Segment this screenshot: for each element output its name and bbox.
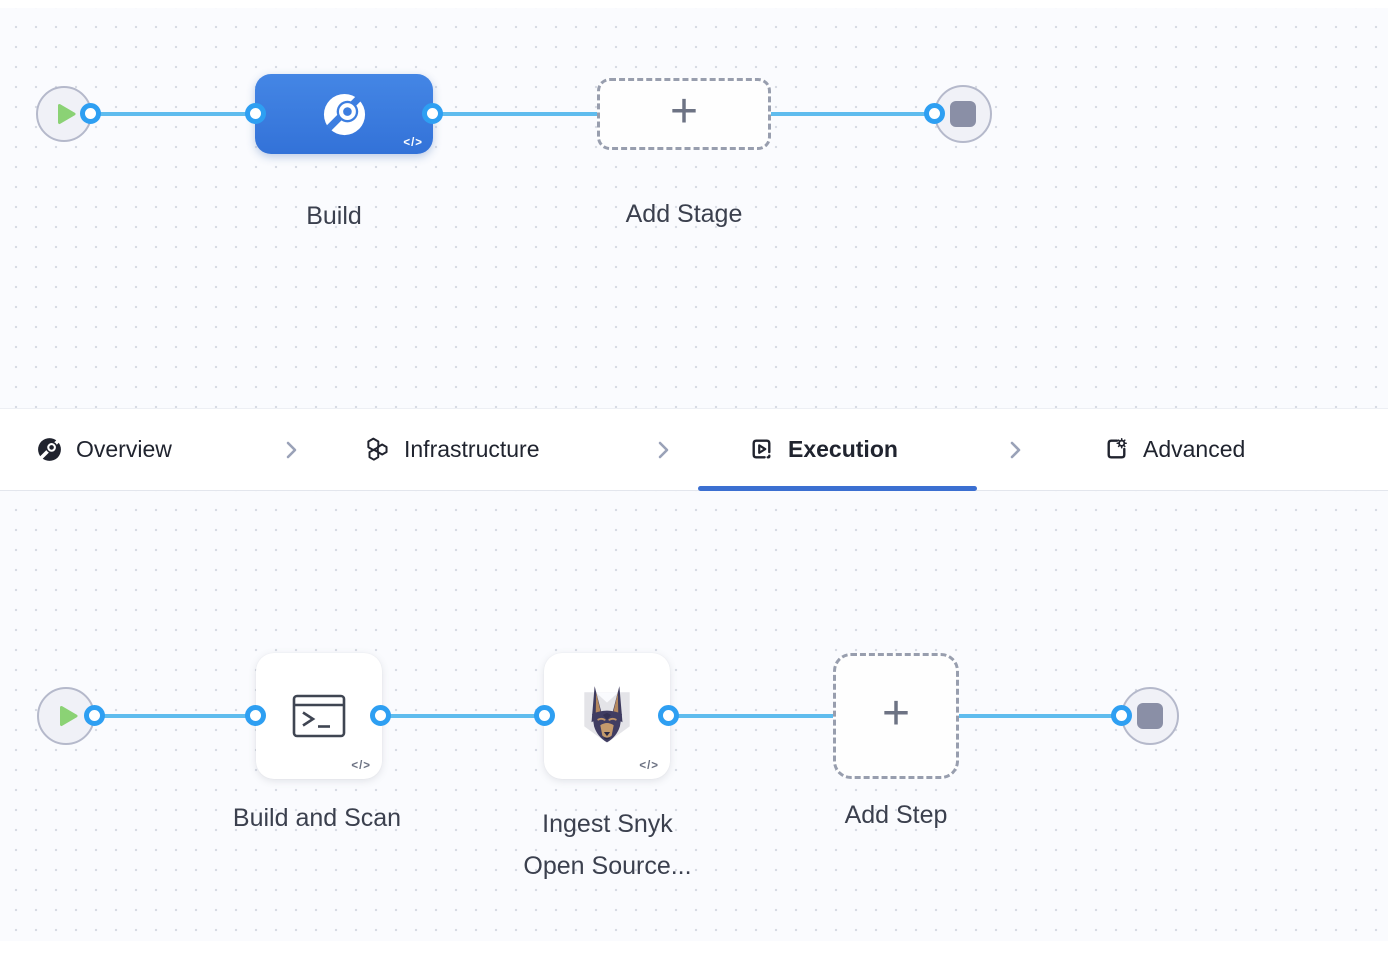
connector-dot xyxy=(422,103,443,124)
connector-dot xyxy=(658,705,679,726)
execution-graph-canvas[interactable]: </> </> + xyxy=(0,491,1388,941)
tab-execution[interactable]: Execution xyxy=(748,409,898,490)
chevron-right-icon xyxy=(658,441,669,458)
stage-graph-canvas[interactable]: </> + Build Add Stage xyxy=(0,8,1388,408)
active-tab-underline xyxy=(698,486,977,491)
run-terminal-icon xyxy=(292,694,346,738)
edge-start-to-buildscan xyxy=(95,714,256,718)
yaml-code-badge: </> xyxy=(639,760,659,772)
step-node-build-and-scan[interactable]: </> xyxy=(256,653,382,779)
connector-dot xyxy=(370,705,391,726)
snyk-doberman-icon xyxy=(584,686,630,743)
play-icon xyxy=(60,706,78,726)
tab-infrastructure[interactable]: Infrastructure xyxy=(364,409,540,490)
edge-start-to-build xyxy=(91,112,256,116)
play-icon xyxy=(58,104,76,124)
connector-dot xyxy=(80,103,101,124)
stage-label-build: Build xyxy=(306,202,362,230)
add-step-button[interactable]: + xyxy=(833,653,959,779)
connector-dot xyxy=(245,103,266,124)
stage-config-tabbar: Overview Infrastructure Execution xyxy=(0,408,1388,491)
connector-dot xyxy=(245,705,266,726)
execution-play-icon xyxy=(752,439,771,459)
tab-label: Advanced xyxy=(1143,436,1246,462)
yaml-code-badge: </> xyxy=(403,137,423,149)
chevron-right-icon xyxy=(286,441,297,458)
add-stage-label: Add Stage xyxy=(625,200,743,228)
step-node-ingest-snyk[interactable]: </> xyxy=(544,653,670,779)
stop-icon xyxy=(1137,703,1163,729)
plus-icon: + xyxy=(881,687,911,740)
connector-dot xyxy=(84,705,105,726)
infrastructure-hexagons-icon xyxy=(367,437,388,461)
ci-build-icon xyxy=(323,93,365,135)
connector-dot xyxy=(1111,705,1132,726)
plus-icon: + xyxy=(669,85,699,138)
tab-label: Overview xyxy=(76,436,172,462)
yaml-code-badge: </> xyxy=(351,760,371,772)
tab-label: Infrastructure xyxy=(404,436,540,462)
step-end-node xyxy=(1121,687,1179,745)
connector-dot xyxy=(534,705,555,726)
tab-advanced[interactable]: Advanced xyxy=(1103,409,1245,490)
bottom-white-strip xyxy=(0,941,1388,954)
add-step-label: Add Step xyxy=(844,801,948,829)
add-stage-button[interactable]: + xyxy=(597,78,771,150)
overview-pie-icon xyxy=(38,438,61,461)
step-label-build-and-scan: Build and Scan xyxy=(232,804,402,832)
tab-overview[interactable]: Overview xyxy=(36,409,172,490)
tab-label: Execution xyxy=(788,436,898,462)
connector-dot xyxy=(924,103,945,124)
chevron-right-icon xyxy=(1010,441,1021,458)
stage-start-node xyxy=(36,86,92,142)
advanced-settings-icon xyxy=(1107,438,1127,459)
stage-node-build[interactable]: </> xyxy=(255,74,433,154)
top-white-strip xyxy=(0,0,1388,8)
edge-buildscan-to-snyk xyxy=(381,714,545,718)
stop-icon xyxy=(950,101,976,127)
